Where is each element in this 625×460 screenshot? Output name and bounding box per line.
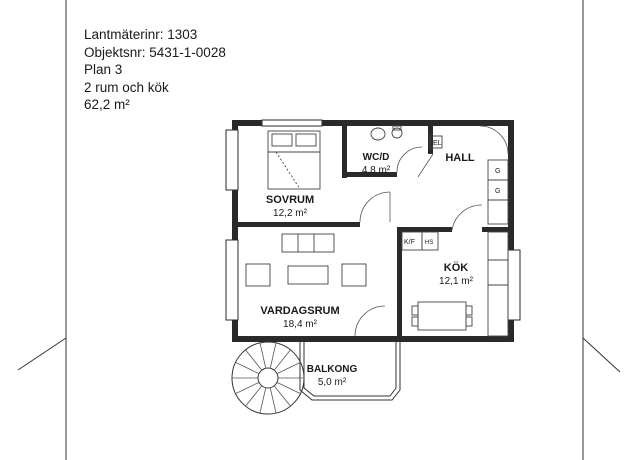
door-swings — [354, 125, 509, 337]
object-number: Objektsnr: 5431-1-0028 — [84, 44, 226, 60]
total-area: 62,2 m² — [84, 97, 130, 112]
label-kf: K/F — [404, 239, 415, 246]
stair-step — [276, 381, 301, 394]
stair-step — [259, 342, 267, 369]
label-balkong: BALKONG — [307, 364, 358, 375]
stair-step — [235, 362, 260, 375]
stair-step — [269, 342, 277, 369]
stair-step — [259, 387, 267, 414]
stair-step — [273, 385, 291, 407]
stair-step — [276, 362, 301, 375]
stair-step — [245, 385, 263, 407]
area-vardagsrum: 18,4 m² — [283, 319, 318, 330]
info-block: Lantmäterinr: 1303 Objektsnr: 5431-1-002… — [84, 26, 226, 114]
windows — [225, 119, 521, 321]
label-sovrum: SOVRUM — [266, 194, 314, 206]
label-hs: HS — [425, 240, 433, 246]
stair-step — [245, 349, 263, 371]
label-g2: G — [495, 188, 500, 195]
floor-level: Plan 3 — [84, 62, 123, 77]
stair-step — [235, 381, 260, 394]
page-frame — [17, 0, 621, 460]
spiral-stair-steps — [232, 342, 304, 414]
living-furniture — [245, 233, 367, 287]
label-vardagsrum: VARDAGSRUM — [260, 305, 339, 317]
walls — [232, 120, 514, 342]
stair-step — [273, 349, 291, 371]
area-wc: 4,8 m² — [362, 165, 391, 176]
label-el: EL — [433, 140, 442, 147]
stair-step — [269, 387, 277, 414]
area-sovrum: 12,2 m² — [273, 208, 308, 219]
label-kok: KÖK — [444, 261, 469, 274]
label-g1: G — [495, 168, 500, 175]
lantmateri-number: Lantmäterinr: 1303 — [84, 27, 198, 42]
wc-fixtures — [370, 125, 443, 149]
label-hall: HALL — [445, 152, 475, 164]
label-wc: WC/D — [363, 152, 390, 163]
kitchen-furniture — [401, 231, 509, 337]
area-balkong: 5,0 m² — [318, 377, 347, 388]
hall-cabinets — [487, 159, 509, 225]
area-kok: 12,1 m² — [439, 276, 474, 287]
rooms-description: 2 rum och kök — [84, 79, 169, 95]
bed — [267, 130, 321, 190]
